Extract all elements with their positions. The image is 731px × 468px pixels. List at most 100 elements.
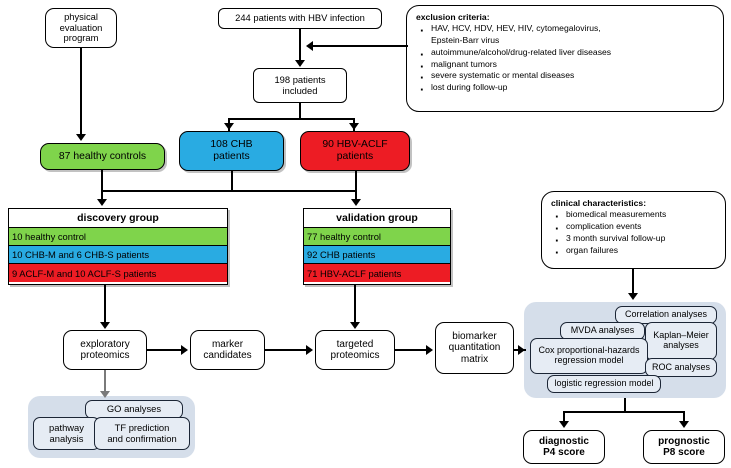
clinical-item: biomedical measurements (551, 208, 717, 226)
validation-group-box: validation group 77 healthy control 92 C… (303, 208, 451, 285)
exclusion-item: malignant tumors (416, 58, 715, 76)
arrowhead (426, 345, 433, 355)
clinical-item: complication events (551, 220, 717, 238)
subbox-label: MVDA analyses (570, 325, 635, 336)
arrowhead (628, 293, 638, 300)
exclusion-item: HAV, HCV, HDV, HEV, HIV, cytomegalovirus… (416, 22, 715, 47)
exclusion-criteria-box: exclusion criteria: HAV, HCV, HDV, HEV, … (406, 5, 724, 112)
edge-198-split-bar (228, 118, 355, 121)
edge-statistics-down (624, 398, 627, 413)
discovery-group-row: 9 ACLF-M and 10 ACLF-S patients (9, 264, 227, 282)
arrowhead (97, 199, 107, 206)
edge-marker-to-targeted (265, 349, 308, 352)
validation-group-row: 92 CHB patients (304, 246, 450, 264)
edge-clinical-to-statistics (632, 269, 635, 295)
discovery-group-row: 10 CHB-M and 6 CHB-S patients (9, 246, 227, 264)
edge-validation-to-targeted (354, 285, 357, 323)
edge-controls-down (101, 170, 104, 192)
edge-to-prognostic (683, 411, 686, 424)
validation-group-title: validation group (304, 209, 450, 228)
arrowhead (181, 345, 188, 355)
clinical-characteristics-header: clinical characteristics: (551, 198, 647, 208)
clinical-characteristics-list: biomedical measurements complication eve… (551, 208, 717, 262)
edge-244-to-198 (299, 29, 302, 62)
arrowhead (100, 322, 110, 329)
arrowhead (351, 199, 361, 206)
edge-to-discovery (101, 190, 104, 202)
arrowhead (100, 391, 110, 398)
edge-exploratory-to-marker (147, 349, 183, 352)
subbox-label: Correlation analyses (624, 309, 708, 320)
node-label: 87 healthy controls (58, 150, 147, 162)
merge-bar (101, 190, 357, 193)
node-label: 244 patients with HBV infection (235, 12, 365, 24)
validation-group-row: 71 HBV-ACLF patients (304, 264, 450, 282)
arrowhead (224, 123, 234, 130)
arrowhead (76, 134, 86, 141)
exclusion-criteria-header: exclusion criteria: (416, 12, 490, 22)
arrowhead (350, 322, 360, 329)
edge-chb-down (231, 171, 234, 192)
subbox-logistic-regression-model: logistic regression model (547, 375, 661, 393)
discovery-group-row: 10 healthy control (9, 228, 227, 246)
arrowhead (306, 41, 313, 51)
arrowhead (295, 60, 305, 67)
edge-198-down (299, 103, 302, 119)
arrowhead (518, 345, 525, 355)
subbox-label: GO analyses (106, 403, 162, 415)
scores-split-bar (563, 411, 685, 414)
clinical-characteristics-box: clinical characteristics: biomedical mea… (541, 191, 726, 269)
exclusion-item: severe systematic or mental diseases (416, 69, 715, 87)
subbox-label: logistic regression model (554, 378, 654, 389)
edge-aclf-down (355, 171, 358, 192)
node-87-healthy-controls: 87 healthy controls (40, 143, 165, 170)
subbox-roc-analyses: ROC analyses (645, 358, 717, 377)
edge-targeted-to-biomarker (395, 349, 428, 352)
validation-group-row: 77 healthy control (304, 228, 450, 246)
subbox-label: ROC analyses (651, 361, 711, 372)
clinical-item: organ failures (551, 244, 717, 262)
exclusion-item: autoimmune/alcohol/drug-related liver di… (416, 46, 715, 64)
arrowhead (559, 421, 569, 428)
edge-exploratory-to-bioinformatics (104, 370, 107, 394)
discovery-group-box: discovery group 10 healthy control 10 CH… (8, 208, 228, 285)
exclusion-item: lost during follow-up (416, 81, 715, 99)
arrowhead (679, 421, 689, 428)
exclusion-criteria-list: HAV, HCV, HDV, HEV, HIV, cytomegalovirus… (416, 22, 715, 99)
edge-to-validation (355, 190, 358, 202)
clinical-item: 3 month survival follow-up (551, 232, 717, 250)
edge-discovery-to-exploratory (104, 285, 107, 323)
edge-program-to-controls (80, 48, 83, 136)
arrowhead (306, 345, 313, 355)
discovery-group-title: discovery group (9, 209, 227, 228)
